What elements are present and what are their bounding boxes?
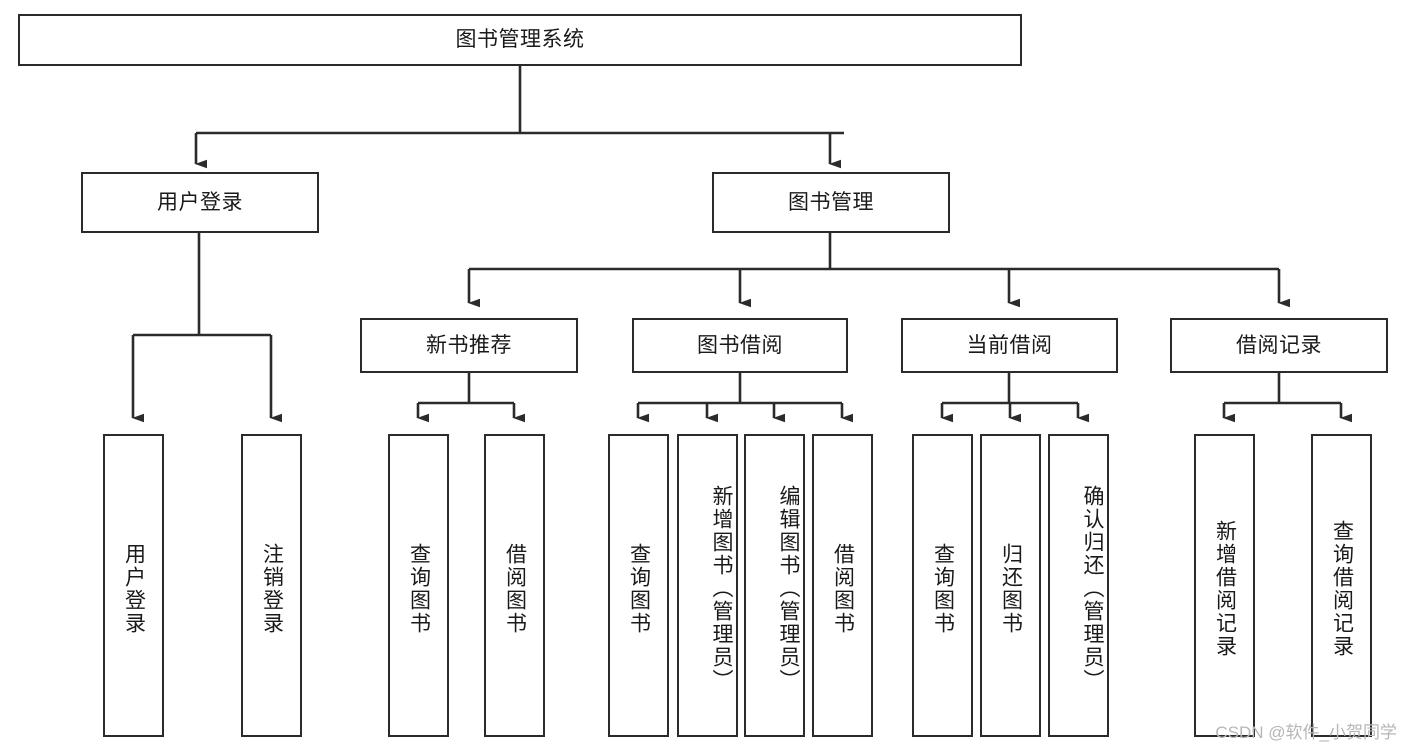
node-new-book-recommend[interactable]: 新书推荐 [360,318,578,373]
leaf-current-borrow-return-book[interactable]: 归还图书 [980,434,1041,737]
node-root-book-management-system[interactable]: 图书管理系统 [18,14,1022,66]
node-label: 借阅图书 [831,542,855,635]
leaf-book-borrow-query-book[interactable]: 查询图书 [608,434,669,737]
node-label: 新书推荐 [426,333,512,357]
csdn-watermark: CSDN @软件_小贺同学 [1215,723,1397,742]
node-label: 当前借阅 [966,333,1053,357]
leaf-borrow-record-add-record[interactable]: 新增借阅记录 [1194,434,1255,737]
leaf-book-borrow-borrow-book[interactable]: 借阅图书 [812,434,873,737]
node-borrow-record[interactable]: 借阅记录 [1170,318,1388,373]
node-label: 新增借阅记录 [1213,519,1237,658]
node-label: 注销登录 [260,542,284,635]
node-user-login[interactable]: 用户登录 [81,172,319,233]
node-label: 图书借阅 [697,333,783,357]
leaf-book-borrow-add-book-admin[interactable]: 新增图书（管理员） [677,434,738,737]
node-label: 编辑图书（管理员） [777,485,800,692]
node-current-borrow[interactable]: 当前借阅 [901,318,1118,373]
node-label: 查询图书 [627,542,651,635]
node-label: 归还图书 [999,542,1023,635]
leaf-borrow-record-query-record[interactable]: 查询借阅记录 [1311,434,1372,737]
leaf-user-login-login[interactable]: 用户登录 [103,434,164,737]
node-label: 新增图书（管理员） [710,485,733,692]
node-label: 借阅记录 [1236,333,1322,357]
node-book-management[interactable]: 图书管理 [712,172,950,233]
node-label: 图书管理 [788,190,874,214]
node-book-borrow[interactable]: 图书借阅 [632,318,848,373]
node-label: 查询图书 [931,542,955,635]
node-label: 查询图书 [407,542,431,635]
leaf-new-book-query-book[interactable]: 查询图书 [388,434,449,737]
leaf-new-book-borrow-book[interactable]: 借阅图书 [484,434,545,737]
node-label: 用户登录 [157,190,243,214]
node-label: 确认归还（管理员） [1081,485,1104,692]
node-label: 图书管理系统 [455,28,585,52]
node-label: 借阅图书 [503,542,527,635]
leaf-book-borrow-edit-book-admin[interactable]: 编辑图书（管理员） [744,434,805,737]
node-label: 用户登录 [122,542,146,635]
leaf-current-borrow-query-book[interactable]: 查询图书 [912,434,973,737]
leaf-user-login-logout[interactable]: 注销登录 [241,434,302,737]
leaf-current-borrow-confirm-return-admin[interactable]: 确认归还（管理员） [1048,434,1109,737]
node-label: 查询借阅记录 [1330,519,1354,658]
